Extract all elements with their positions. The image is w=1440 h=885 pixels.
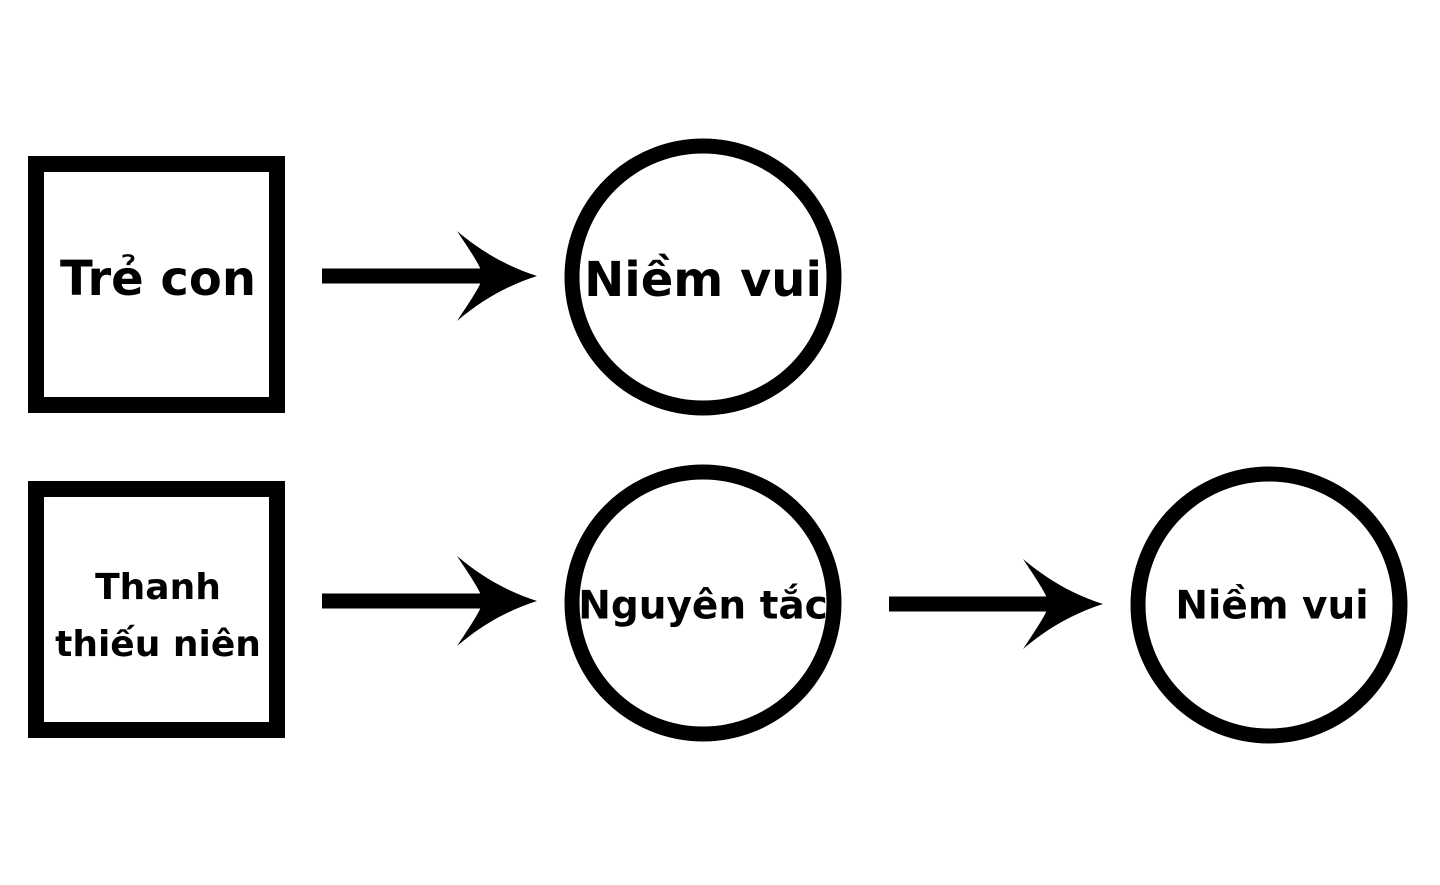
row-teenagers: Thanh thiếu niên Nguyên tắc Niềm vui [28,464,1408,744]
row-children: Trẻ con Niềm vui [28,138,842,416]
arrow-principles-to-joy [889,559,1103,649]
teenagers-label-line-one: Thanh [95,567,221,608]
teenagers-box [28,481,285,738]
principles-label: Nguyên tắc [578,584,828,629]
joy-circle-row-two [1130,466,1408,744]
joy-label-row-two: Niềm vui [1175,584,1368,629]
arrow-children-to-joy [322,231,537,321]
joy-circle-row-one [564,138,842,416]
children-box [28,156,285,413]
principles-circle [564,464,842,742]
joy-label-row-one: Niềm vui [584,252,822,308]
arrow-teenagers-to-principles [322,556,537,646]
children-label: Trẻ con [60,251,256,307]
teenagers-label-line-two: thiếu niên [55,624,261,665]
